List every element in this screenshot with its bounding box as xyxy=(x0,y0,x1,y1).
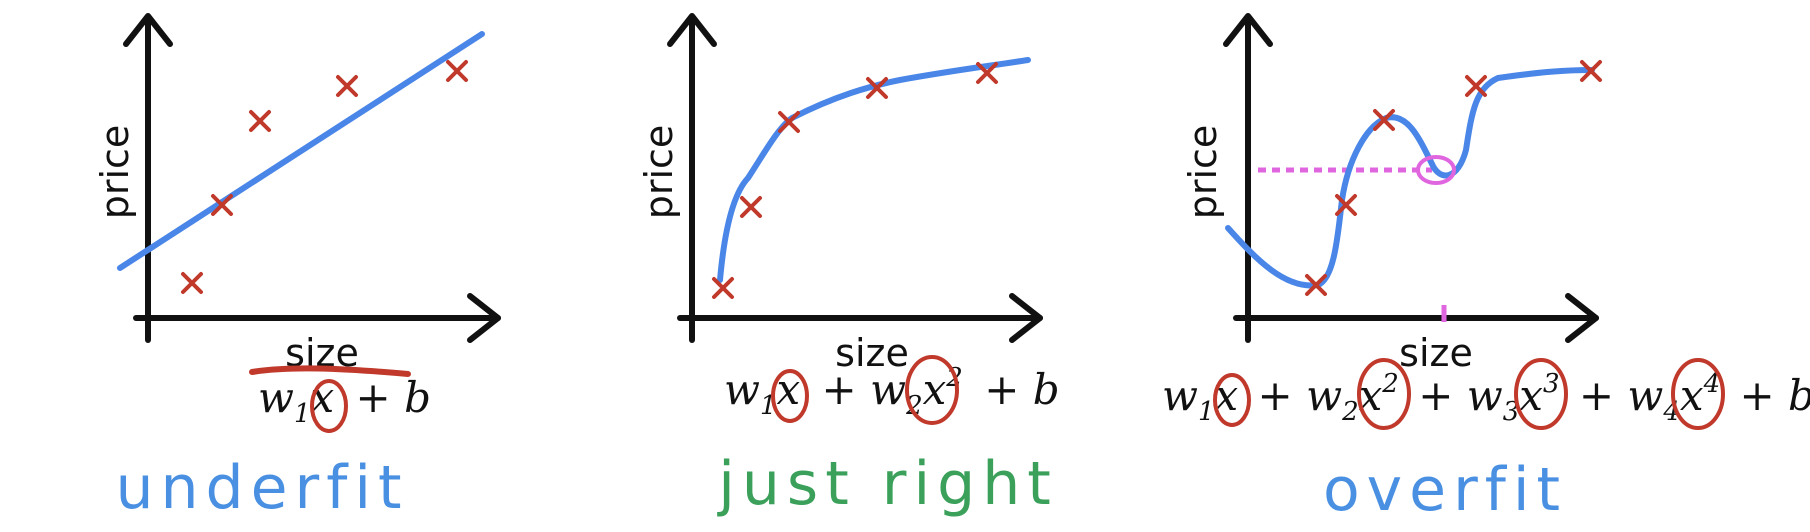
subscript-1: 1 xyxy=(1198,397,1215,427)
strike-annotation xyxy=(249,365,411,377)
data-point xyxy=(249,110,271,132)
x-axis-label: size xyxy=(1399,331,1473,375)
x-circle-annotation xyxy=(1514,358,1568,430)
y-axis-label: price xyxy=(1181,125,1225,220)
x-axis-label: size xyxy=(835,331,909,375)
y-axis-arrowhead xyxy=(667,13,717,47)
data-point xyxy=(1305,274,1327,296)
data-point xyxy=(211,194,233,216)
data-points xyxy=(1305,60,1602,296)
data-point xyxy=(1373,109,1395,131)
x-circle-annotation xyxy=(771,369,809,423)
var-x: x xyxy=(1519,371,1543,420)
coef-w: w xyxy=(724,365,760,414)
subscript-2: 2 xyxy=(1341,397,1359,427)
plus-sign: + xyxy=(1418,371,1453,420)
panel-underfit: price size w1x + b underfit xyxy=(93,13,501,523)
x-circle-annotation xyxy=(905,355,959,425)
data-point xyxy=(778,111,800,133)
data-points xyxy=(181,60,468,294)
x-circle-annotation xyxy=(1357,358,1411,430)
x-axis-arrowhead xyxy=(1565,293,1599,343)
data-point xyxy=(712,277,734,299)
formula-tail: + b xyxy=(984,365,1059,414)
x-axis-arrowhead xyxy=(1009,293,1043,343)
subscript-1: 1 xyxy=(294,399,311,429)
superscript-3: 3 xyxy=(1543,369,1560,399)
coef-w: w xyxy=(1467,371,1503,420)
var-x: x xyxy=(923,365,947,414)
data-point xyxy=(1580,60,1602,82)
axes xyxy=(1223,13,1599,343)
data-point xyxy=(336,75,358,97)
verdict-underfit: underfit xyxy=(115,453,408,523)
axes xyxy=(123,13,501,343)
fit-line xyxy=(117,31,485,271)
data-point xyxy=(740,196,762,218)
data-point xyxy=(446,60,468,82)
data-point xyxy=(181,272,203,294)
superscript-2: 2 xyxy=(1381,369,1399,399)
y-axis-label: price xyxy=(93,125,137,220)
formula-tail: + b xyxy=(356,373,431,422)
y-axis-arrowhead xyxy=(1223,13,1273,47)
model-formula: w1x + b xyxy=(258,373,431,429)
y-axis-label: price xyxy=(637,125,681,220)
data-points xyxy=(712,62,998,299)
plus-sign: + xyxy=(1258,371,1293,420)
x-axis-arrowhead xyxy=(467,293,501,343)
plus-sign: + xyxy=(822,365,857,414)
x-circle-annotation xyxy=(1671,358,1725,430)
data-point xyxy=(976,62,998,84)
var-x: x xyxy=(1680,371,1704,420)
y-axis-arrowhead xyxy=(123,13,173,47)
verdict-overfit: overfit xyxy=(1323,455,1567,525)
data-point xyxy=(1465,75,1487,97)
fit-curve xyxy=(1225,67,1595,289)
data-point xyxy=(1335,194,1357,216)
superscript-4: 4 xyxy=(1703,369,1721,399)
axes xyxy=(667,13,1043,343)
panel-just-right: price size w1x + w2x2 + b just right xyxy=(637,13,1060,519)
data-point xyxy=(866,77,888,99)
x-circle-annotation xyxy=(1213,373,1251,427)
verdict-just-right: just right xyxy=(716,449,1058,519)
coef-w: w xyxy=(1306,371,1342,420)
coef-w: w xyxy=(870,365,906,414)
coef-w: w xyxy=(258,373,294,422)
prediction-circle-annotation xyxy=(1416,155,1456,185)
panel-overfit: price size w1x + w2x2 + w3x3 + w4x4 + b … xyxy=(1162,13,1810,525)
formula-tail: + b xyxy=(1740,371,1810,420)
x-circle-annotation xyxy=(310,379,348,433)
plus-sign: + xyxy=(1579,371,1614,420)
coef-w: w xyxy=(1162,371,1198,420)
coef-w: w xyxy=(1627,371,1663,420)
